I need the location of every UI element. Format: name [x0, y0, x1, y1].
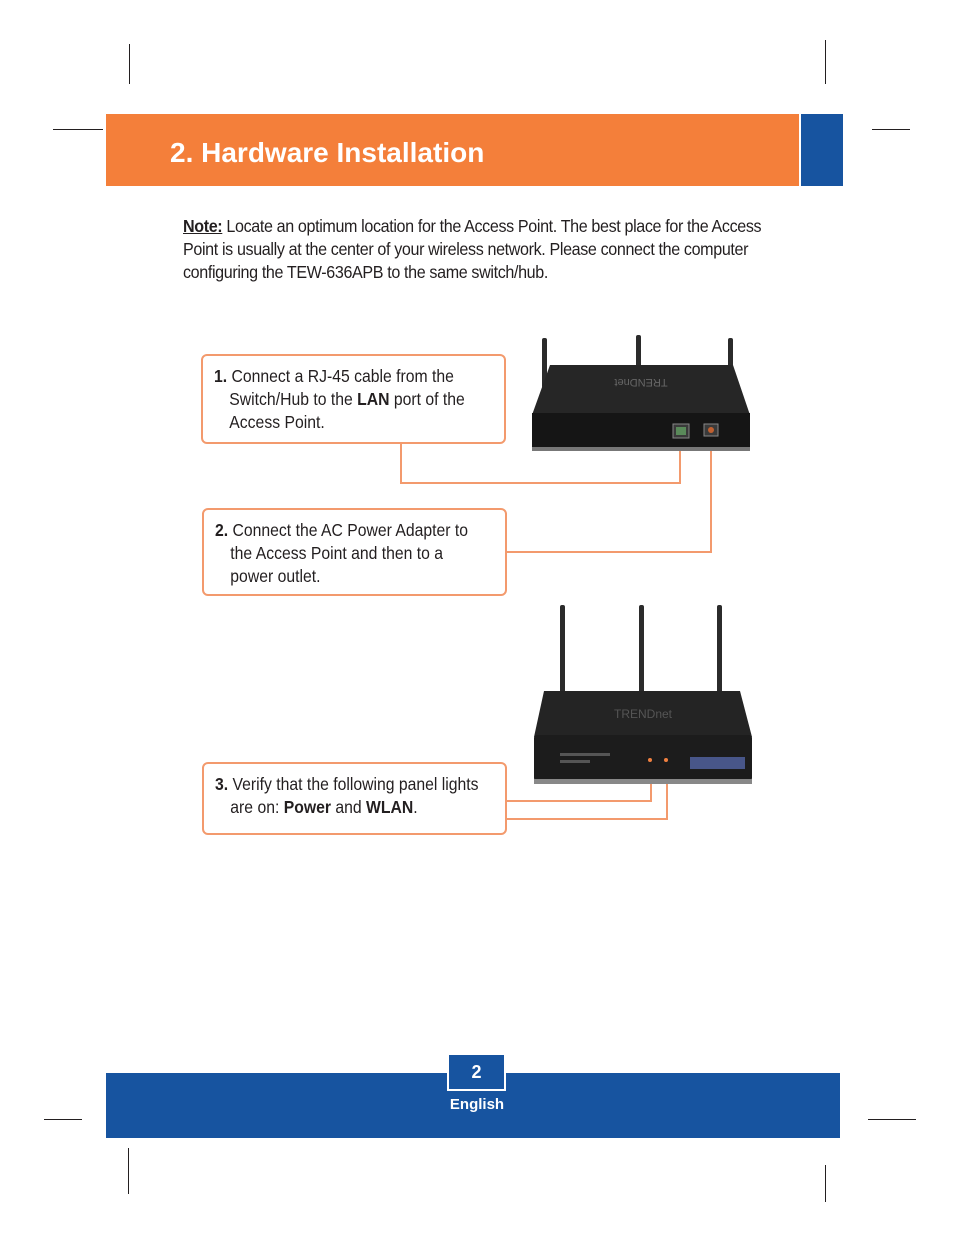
step-text: Connect the AC Power Adapter to [228, 520, 469, 540]
step-2-callout: 2. Connect the AC Power Adapter to the A… [202, 508, 507, 596]
device-logo: TRENDnet [614, 707, 673, 721]
connector-line [400, 443, 402, 484]
note-paragraph: Note: Locate an optimum location for the… [183, 215, 783, 284]
step-3-callout: 3. Verify that the following panel light… [202, 762, 507, 835]
header-bar [106, 114, 799, 186]
step-number: 3. [215, 774, 229, 794]
step-number: 2. [215, 520, 229, 540]
step-text-line: Switch/Hub to the LAN port of the [229, 389, 465, 409]
footer-language: English [449, 1096, 505, 1113]
step-text: Connect a RJ-45 cable from the [227, 366, 454, 386]
device-logo: TRENDnet [614, 376, 667, 388]
step-text-line: power outlet. [230, 566, 321, 586]
router-rear-image: TRENDnet [532, 335, 750, 451]
crop-mark [868, 1119, 916, 1120]
header-accent [801, 114, 843, 186]
router-front-image: TRENDnet [534, 605, 752, 784]
connector-line [710, 434, 712, 553]
step-text: Verify that the following panel lights [228, 774, 479, 794]
connector-line [666, 770, 668, 820]
step-text-line: the Access Point and then to a [230, 543, 444, 563]
connector-line [505, 818, 668, 820]
crop-mark [825, 40, 826, 84]
note-label: Note: [183, 216, 223, 236]
step-text-line: are on: Power and WLAN. [230, 797, 418, 817]
crop-mark [872, 129, 910, 130]
crop-mark [44, 1119, 82, 1120]
step-number: 1. [214, 366, 228, 386]
step-1-callout: 1. Connect a RJ-45 cable from the Switch… [201, 354, 506, 444]
page-number: 2 [447, 1053, 506, 1091]
crop-mark [53, 129, 103, 130]
connector-line [679, 436, 681, 484]
crop-mark [825, 1165, 826, 1202]
step-text-line: Access Point. [229, 412, 325, 432]
note-text: Locate an optimum location for the Acces… [183, 216, 762, 282]
page-title: 2. Hardware Installation [170, 137, 485, 168]
connector-line [650, 770, 652, 802]
connector-line [400, 482, 681, 484]
connector-line [505, 551, 712, 553]
connector-line [505, 800, 652, 802]
crop-mark [128, 1148, 129, 1194]
crop-mark [129, 44, 130, 84]
